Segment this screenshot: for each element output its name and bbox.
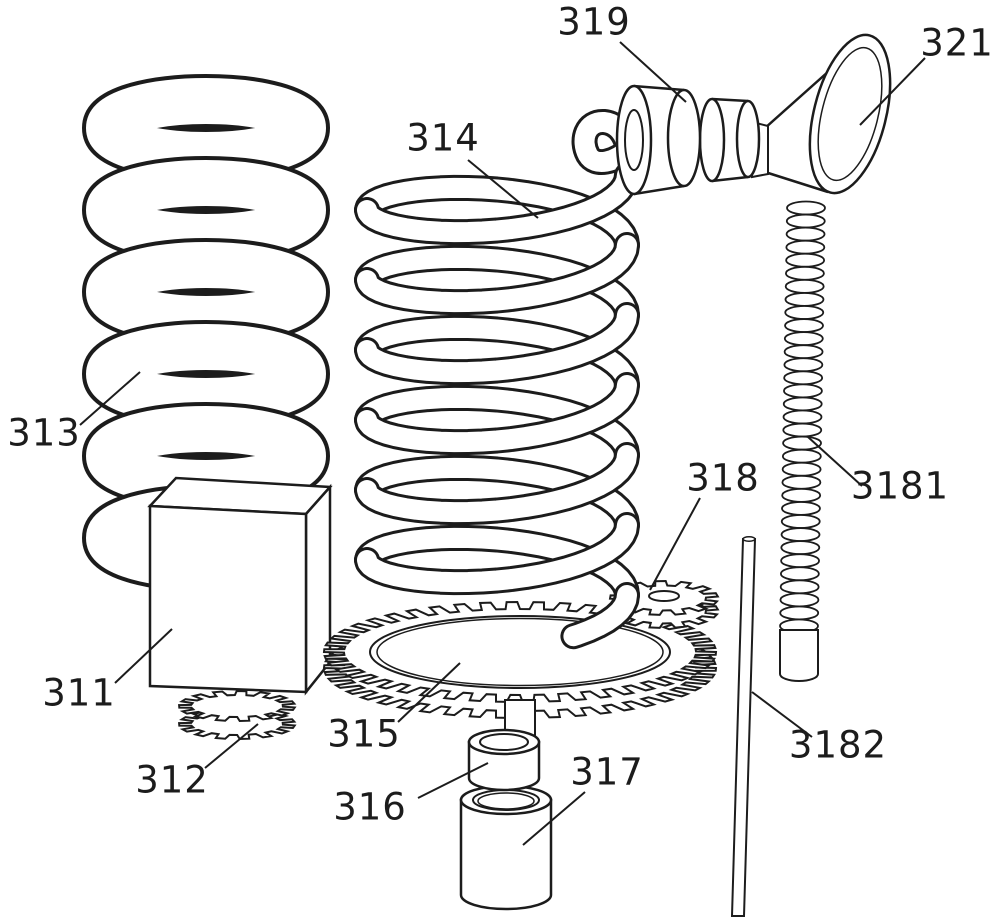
leader-line <box>114 628 173 684</box>
part-label-3182: 3182 <box>788 723 888 767</box>
part-label-319: 319 <box>557 0 631 44</box>
part-label-311: 311 <box>42 671 116 715</box>
leader-line <box>619 41 687 103</box>
part-label-3181: 3181 <box>850 464 950 508</box>
leader-line <box>807 436 863 487</box>
part-label-315: 315 <box>327 712 401 756</box>
sleeve-cylinder-316 <box>467 728 541 792</box>
part-label-313: 313 <box>7 411 81 455</box>
leader-line <box>417 762 489 799</box>
leader-line <box>79 371 141 426</box>
coupling-ring-319 <box>615 84 702 196</box>
part-label-312: 312 <box>135 758 209 802</box>
part-label-321: 321 <box>920 21 994 65</box>
part-label-316: 316 <box>333 785 407 829</box>
leader-lines <box>79 41 926 846</box>
part-label-317: 317 <box>570 750 644 794</box>
leader-line <box>859 57 926 126</box>
main-spring-314 <box>354 162 640 650</box>
leader-line <box>522 791 586 846</box>
leader-line <box>467 159 539 219</box>
leader-line <box>751 691 813 738</box>
leader-line <box>204 723 259 769</box>
coupling-small-cylinder <box>698 97 761 183</box>
leader-line <box>649 497 701 591</box>
part-label-314: 314 <box>406 116 480 160</box>
funnel-321 <box>764 33 905 195</box>
motor-box-311 <box>147 476 333 696</box>
leader-line <box>397 662 461 723</box>
guide-rod-3182 <box>730 536 757 917</box>
threaded-rod-3181 <box>779 200 826 688</box>
base-cylinder-317 <box>459 784 553 911</box>
pinion-gear-312 <box>178 689 297 741</box>
part-label-318: 318 <box>686 456 760 500</box>
